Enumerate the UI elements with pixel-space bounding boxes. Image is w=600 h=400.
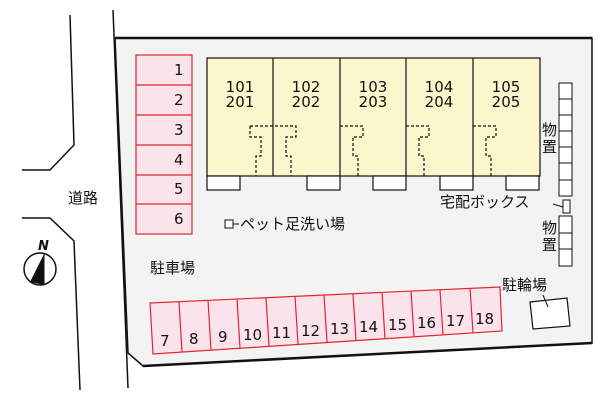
unit-floor2: 203 <box>358 93 388 111</box>
parking-slot-5: 5 <box>174 180 184 198</box>
storage-label-top: 物置 <box>542 121 558 156</box>
parking-slot-14: 14 <box>359 318 379 336</box>
parking-slot-7: 7 <box>160 332 170 350</box>
unit-floor1: 101 <box>225 78 255 96</box>
parking-slot-18: 18 <box>475 310 495 328</box>
storage-sheds <box>558 82 573 267</box>
parking-slot-4: 4 <box>174 151 184 169</box>
parking-slot-2: 2 <box>174 91 184 109</box>
road-edges <box>22 9 129 391</box>
parking-slot-8: 8 <box>189 330 199 348</box>
parking-slot-13: 13 <box>330 320 350 338</box>
parking-slot-3: 3 <box>174 121 184 139</box>
unit-floor1: 103 <box>358 78 388 96</box>
unit-102-202: 102 202 <box>273 80 339 110</box>
parking-left-column <box>135 54 193 235</box>
unit-floor1: 104 <box>424 78 454 96</box>
unit-floor2: 202 <box>291 93 321 111</box>
unit-101-201: 101 201 <box>207 80 273 110</box>
unit-floor2: 201 <box>225 93 255 111</box>
parking-slot-17: 17 <box>446 312 466 330</box>
parking-slot-9: 9 <box>218 328 228 346</box>
parking-slot-1: 1 <box>174 61 184 79</box>
storage-label-bottom: 物置 <box>542 219 558 254</box>
unit-floor2: 205 <box>491 93 521 111</box>
parking-lot-label: 駐車場 <box>150 259 196 277</box>
delivery-box-label: 宅配ボックス <box>440 193 530 211</box>
bicycle-parking-area <box>529 297 571 330</box>
parking-slot-15: 15 <box>388 316 408 334</box>
pet-foot-wash-marker <box>224 219 234 229</box>
compass-north-label: N <box>38 239 49 254</box>
parking-slot-16: 16 <box>417 314 437 332</box>
unit-104-204: 104 204 <box>406 80 472 110</box>
unit-floor2: 204 <box>424 93 454 111</box>
compass-icon <box>23 252 57 286</box>
apartment-building <box>206 57 541 191</box>
unit-105-205: 105 205 <box>473 80 539 110</box>
parking-slot-11: 11 <box>272 324 292 342</box>
parking-slot-6: 6 <box>174 210 184 228</box>
parking-slot-12: 12 <box>301 322 321 340</box>
parking-slot-10: 10 <box>243 326 263 344</box>
bicycle-parking-label: 駐輪場 <box>502 276 548 294</box>
unit-floor1: 102 <box>291 78 321 96</box>
parking-bottom-row <box>149 286 503 355</box>
pet-foot-wash-label: ペット足洗い場 <box>240 215 346 233</box>
unit-floor1: 105 <box>491 78 521 96</box>
road-label: 道路 <box>68 189 99 207</box>
unit-103-203: 103 203 <box>340 80 406 110</box>
